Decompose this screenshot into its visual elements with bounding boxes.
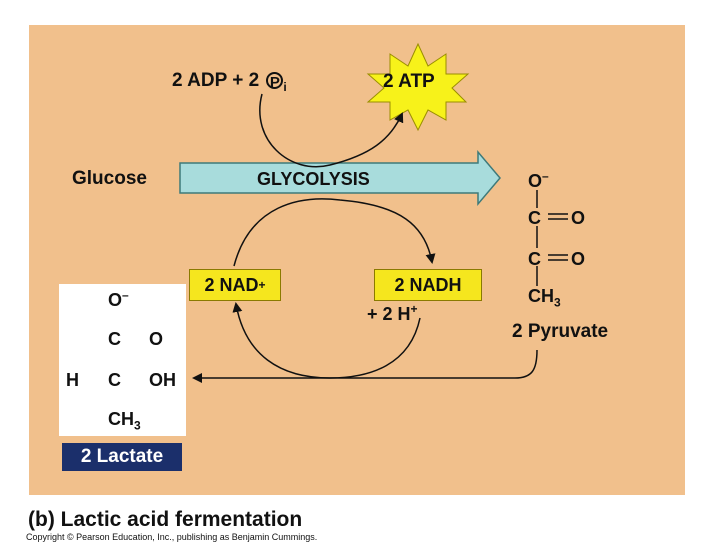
- lactate-o-minus: O–: [108, 288, 129, 310]
- pi-subscript: i: [283, 79, 287, 94]
- lactate-structure-box: [59, 284, 186, 436]
- protons-sup: +: [410, 302, 418, 316]
- lactate-c1: C: [108, 329, 121, 349]
- protons-label: + 2 H+: [367, 302, 418, 324]
- pyruvate-to-lactate-arrow: [192, 349, 538, 383]
- pyruvate-c2: C: [528, 249, 541, 269]
- pyruvate-ch3: CH3: [528, 286, 561, 310]
- lactate-label: 2 Lactate: [62, 443, 182, 471]
- pyruvate-c1: C: [528, 208, 541, 228]
- nad-box: 2 NAD+: [189, 269, 281, 301]
- figure-caption: (b) Lactic acid fermentation: [28, 508, 303, 531]
- lactate-o1: O: [149, 329, 164, 349]
- atp-label: 2 ATP: [383, 71, 435, 92]
- adp-to-atp-arrow: [259, 93, 404, 168]
- nad-to-nadh-arrow: [233, 198, 436, 267]
- glucose-label: Glucose: [72, 168, 147, 189]
- nadh-box: 2 NADH: [374, 269, 482, 301]
- glycolysis-arrow: [179, 149, 501, 207]
- pyruvate-o-minus: O–: [528, 169, 549, 191]
- lactate-c2: C: [108, 370, 121, 390]
- lactate-h: H: [66, 370, 79, 390]
- glycolysis-label: GLYCOLYSIS: [257, 169, 370, 189]
- copyright-notice: Copyright © Pearson Education, Inc., pub…: [26, 532, 318, 542]
- nadh-label: 2 NADH: [394, 274, 462, 295]
- pyruvate-o2: O: [571, 249, 586, 269]
- pyruvate-bonds: [536, 190, 568, 286]
- atp-star-burst: [366, 42, 470, 132]
- nad-label: 2 NAD: [204, 274, 259, 295]
- phosphate-symbol: P: [266, 72, 284, 91]
- pyruvate-o1: O: [571, 208, 586, 228]
- nad-sup: +: [258, 278, 266, 292]
- lactate-oh: OH: [149, 370, 176, 390]
- lactate-ch3: CH3: [108, 409, 141, 433]
- pyruvate-label: 2 Pyruvate: [512, 321, 609, 342]
